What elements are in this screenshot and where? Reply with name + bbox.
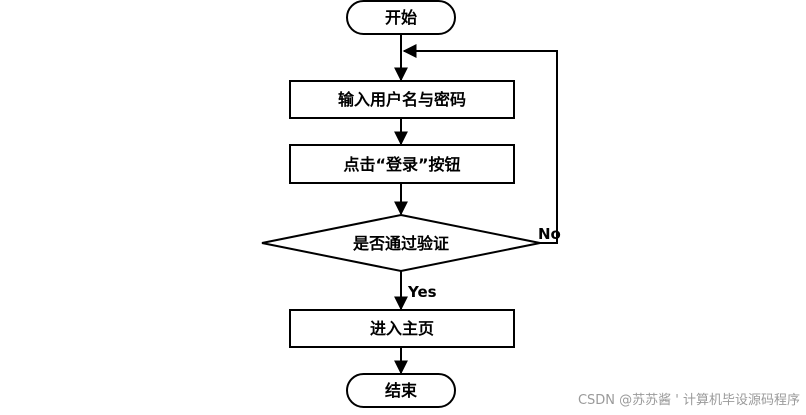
edge-decision-no-loop	[402, 44, 558, 244]
input-credentials-label: 输入用户名与密码	[338, 90, 466, 109]
watermark-text: CSDN @苏苏酱 ' 计算机毕设源码程序	[578, 392, 800, 408]
input-credentials-node: 输入用户名与密码	[289, 80, 515, 119]
enter-home-label: 进入主页	[370, 319, 434, 338]
end-label: 结束	[384, 381, 418, 400]
no-label: No	[538, 225, 561, 243]
yes-label: Yes	[407, 283, 437, 301]
click-login-node: 点击“登录”按钮	[289, 144, 515, 184]
start-node: 开始	[346, 0, 456, 35]
enter-home-node: 进入主页	[289, 309, 515, 348]
start-label: 开始	[385, 8, 417, 27]
end-node: 结束	[346, 373, 456, 408]
decision-label: 是否通过验证	[352, 234, 449, 253]
click-login-label: 点击“登录”按钮	[343, 155, 460, 174]
verification-decision-node: 是否通过验证	[261, 213, 541, 273]
